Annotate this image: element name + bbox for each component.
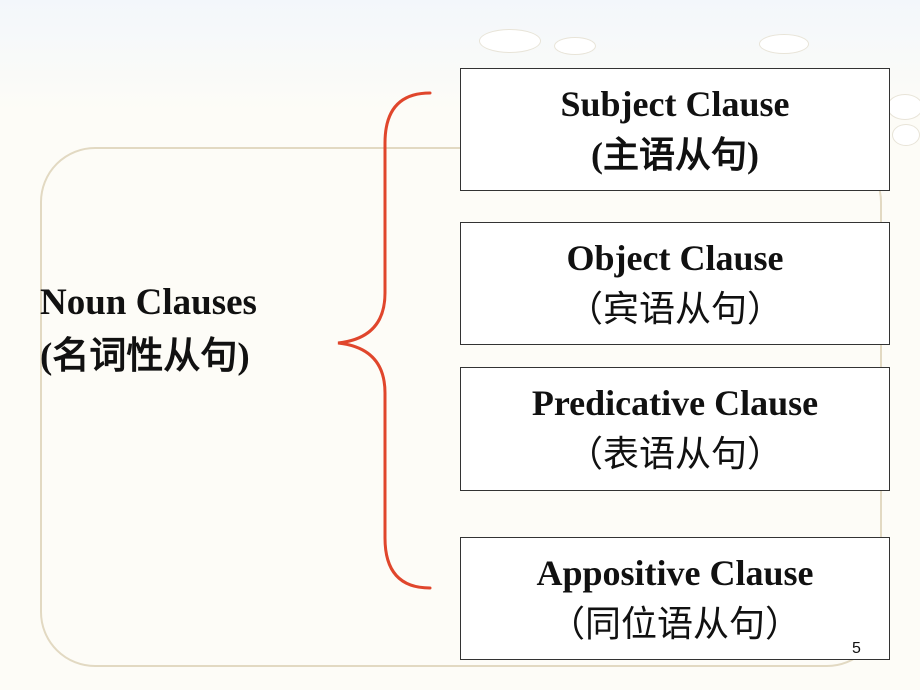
page-number: 5 bbox=[852, 640, 861, 657]
clause-box-predicative: Predicative Clause （表语从句） bbox=[460, 367, 890, 491]
curly-brace bbox=[337, 91, 432, 590]
main-title-chinese: (名词性从句) bbox=[40, 336, 250, 377]
clause-label-chinese: （同位语从句） bbox=[548, 603, 801, 644]
clause-label-english: Predicative Clause bbox=[531, 383, 819, 423]
clause-label-english: Object Clause bbox=[566, 237, 784, 278]
clause-box-appositive: Appositive Clause （同位语从句） bbox=[460, 537, 890, 660]
cloud-decoration bbox=[480, 30, 540, 52]
clause-box-subject: Subject Clause (主语从句) bbox=[460, 68, 890, 191]
cloud-decoration bbox=[888, 95, 920, 119]
clause-label-chinese: （表语从句） bbox=[566, 434, 783, 474]
cloud-decoration bbox=[555, 38, 595, 54]
clause-label-chinese: （宾语从句） bbox=[566, 288, 783, 329]
main-title-english: Noun Clauses bbox=[40, 282, 257, 323]
clause-box-object: Object Clause （宾语从句） bbox=[460, 222, 890, 345]
clause-label-english: Subject Clause bbox=[560, 83, 790, 124]
main-title: Noun Clauses (名词性从句) bbox=[40, 276, 340, 384]
clause-label-chinese: (主语从句) bbox=[591, 134, 759, 175]
cloud-decoration bbox=[760, 35, 808, 53]
cloud-decoration bbox=[893, 125, 919, 145]
clause-label-english: Appositive Clause bbox=[536, 552, 814, 593]
